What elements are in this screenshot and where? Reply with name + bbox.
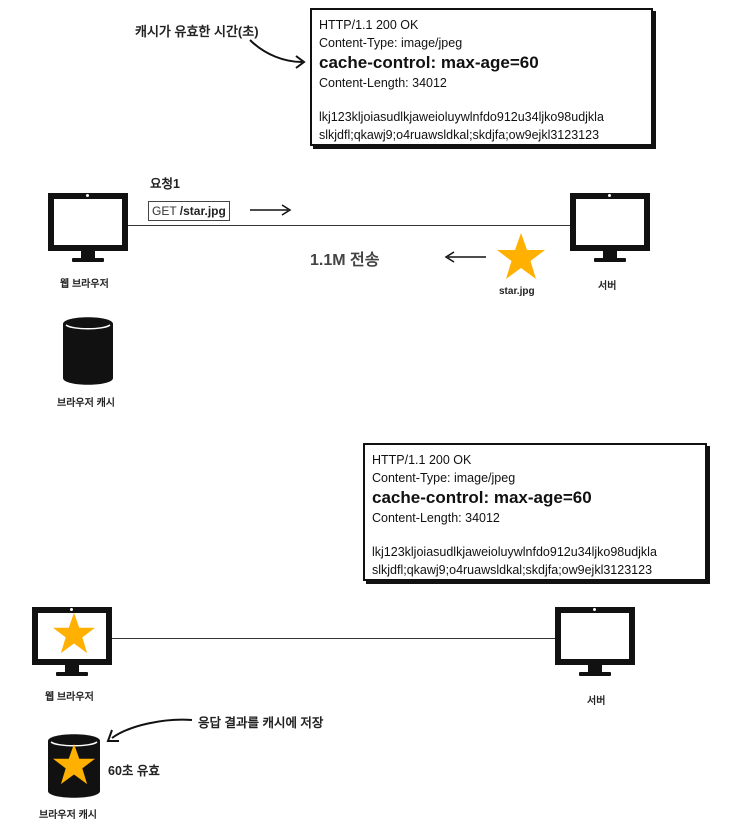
request-method: GET [152, 204, 180, 218]
transfer-label: 1.1M 전송 [310, 252, 380, 269]
connection-line [112, 638, 556, 639]
status-line: HTTP/1.1 200 OK [319, 18, 419, 32]
cache-valid-time-annotation: 캐시가 유효한 시간(초) [135, 24, 259, 39]
star-icon [53, 612, 95, 654]
server-label: 서버 [587, 696, 606, 707]
content-type-header: Content-Type: image/jpeg [372, 471, 516, 485]
body-line: lkj123kljoiasudlkjaweioluywlnfdo912u34lj… [372, 545, 657, 559]
valid-duration-label: 60초 유효 [108, 764, 160, 778]
server-label: 서버 [598, 281, 617, 292]
content-length-header: Content-Length: 34012 [372, 511, 500, 525]
body-line: lkj123kljoiasudlkjaweioluywlnfdo912u34lj… [319, 110, 604, 124]
response-box-bottom: HTTP/1.1 200 OK Content-Type: image/jpeg… [363, 443, 707, 581]
browser-cache-label: 브라우저 캐시 [57, 398, 115, 409]
request-line: GET /star.jpg [148, 201, 230, 221]
status-line: HTTP/1.1 200 OK [372, 453, 472, 467]
browser-cache-icon [63, 317, 113, 385]
store-in-cache-annotation: 응답 결과를 캐시에 저장 [198, 716, 324, 730]
web-browser-label: 웹 브라우저 [45, 692, 94, 703]
connection-line [128, 225, 572, 226]
body-line: slkjdfl;qkawj9;o4ruawsldkal;skdjfa;ow9ej… [319, 128, 600, 142]
content-type-header: Content-Type: image/jpeg [319, 36, 463, 50]
browser-cache-label: 브라우저 캐시 [39, 810, 97, 821]
star-icon [53, 743, 95, 785]
web-browser-label: 웹 브라우저 [60, 279, 109, 290]
cache-control-header: cache-control: max-age=60 [372, 488, 592, 507]
request-path: /star.jpg [179, 204, 226, 218]
star-filename-label: star.jpg [499, 286, 535, 297]
body-line: slkjdfl;qkawj9;o4ruawsldkal;skdjfa;ow9ej… [372, 563, 653, 577]
request-label: 요청1 [150, 177, 180, 191]
star-icon [497, 233, 545, 279]
cache-control-header: cache-control: max-age=60 [319, 53, 539, 72]
content-length-header: Content-Length: 34012 [319, 76, 447, 90]
response-box-top: HTTP/1.1 200 OK Content-Type: image/jpeg… [310, 8, 653, 146]
